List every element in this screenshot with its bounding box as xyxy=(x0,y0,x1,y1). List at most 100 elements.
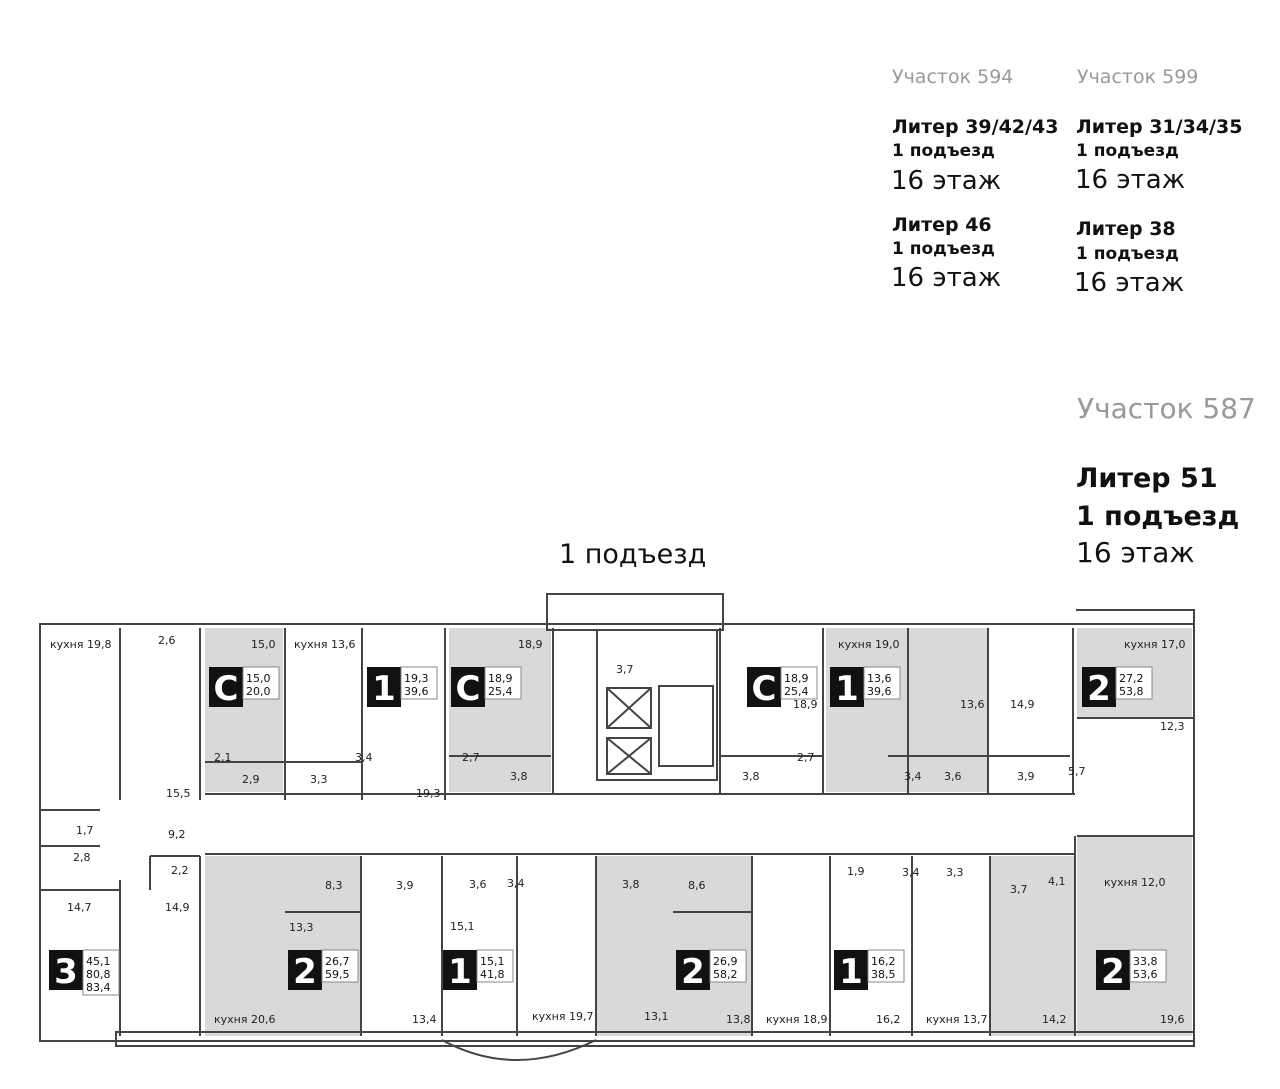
area-box xyxy=(780,666,818,700)
bay-window xyxy=(441,1039,597,1061)
outer-wall xyxy=(39,623,1195,1042)
room-area-label: 3,3 xyxy=(946,866,964,879)
apartment-fills xyxy=(205,628,1192,1036)
room-area-label: 9,2 xyxy=(168,828,186,841)
floor-label: 16 этаж xyxy=(1076,536,1195,569)
lot-587-title: Участок 587 xyxy=(1077,392,1256,425)
room-area-label: 3,4 xyxy=(904,770,922,783)
area-box xyxy=(484,666,522,700)
apartment-type: 2 xyxy=(1101,952,1125,992)
apartment-fill xyxy=(205,856,361,1036)
badge-box xyxy=(443,950,477,990)
balcony-wall xyxy=(1076,609,1195,624)
room-area-label: 3,4 xyxy=(507,877,525,890)
apartment-area: 19,3 xyxy=(404,672,429,685)
room-area-label: кухня 13,7 xyxy=(926,1013,987,1026)
partition xyxy=(40,717,1194,891)
apartment-badge: 1 19,339,6 xyxy=(367,666,438,709)
badge-box xyxy=(288,950,322,990)
room-area-label: 3,6 xyxy=(944,770,962,783)
room-area-label: 8,3 xyxy=(325,879,343,892)
entrance-label: 1 подъезд xyxy=(1076,244,1179,264)
entrance-label: 1 подъезд xyxy=(892,141,995,161)
apartment-badge: 2 26,759,5 xyxy=(288,949,359,992)
apartment-type: 2 xyxy=(681,952,705,992)
apartment-fill xyxy=(990,856,1075,1036)
room-area-label: 3,4 xyxy=(355,751,373,764)
badge-box xyxy=(747,667,781,707)
apartment-fill xyxy=(597,856,752,1036)
room-area-label: кухня 13,6 xyxy=(294,638,355,651)
apartment-type: 1 xyxy=(372,669,396,709)
room-area-label: кухня 19,7 xyxy=(532,1010,593,1023)
room-area-label: 13,1 xyxy=(644,1010,669,1023)
room-area-label: 14,2 xyxy=(1042,1013,1067,1026)
entrance-label: 1 подъезд xyxy=(892,239,995,259)
room-area-label: 2,7 xyxy=(797,751,815,764)
room-area-label: 3,3 xyxy=(310,773,328,786)
badge-box xyxy=(209,667,243,707)
room-area-label: 5,7 xyxy=(1068,765,1086,778)
room-area-label: кухня 19,8 xyxy=(50,638,111,651)
room-area-label: 13,6 xyxy=(960,698,985,711)
badge-box xyxy=(49,950,83,990)
elevator xyxy=(606,687,652,729)
room-area-label: 2,9 xyxy=(242,773,260,786)
apartment-area: 18,9 xyxy=(784,672,809,685)
room-area-label: 19,6 xyxy=(1160,1013,1185,1026)
room-area-label: 15,1 xyxy=(450,920,475,933)
liter-51: Литер 51 xyxy=(1076,463,1218,494)
area-box xyxy=(400,666,438,700)
room-area-label: 3,9 xyxy=(1017,770,1035,783)
apartment-fill xyxy=(449,628,551,792)
lot-599-title: Участок 599 xyxy=(1077,66,1199,88)
badge-box xyxy=(1082,667,1116,707)
area-box xyxy=(1129,949,1167,983)
room-area-label: 2,6 xyxy=(158,634,176,647)
liter-31-34-35: Литер 31/34/35 xyxy=(1076,116,1243,138)
room-area-label: 8,6 xyxy=(688,879,706,892)
room-area-label: 3,8 xyxy=(510,770,528,783)
apartment-type: 3 xyxy=(54,952,78,992)
room-area-label: 13,8 xyxy=(726,1013,751,1026)
apartment-area: 26,7 xyxy=(325,955,350,968)
floor-label: 16 этаж xyxy=(1075,165,1186,195)
room-area-label: 2,2 xyxy=(171,864,189,877)
area-box xyxy=(863,666,901,700)
apartment-type: 2 xyxy=(293,952,317,992)
room-area-label: 3,7 xyxy=(1010,883,1028,896)
room-area-label: 18,9 xyxy=(518,638,543,651)
apartment-area: 59,5 xyxy=(325,968,350,981)
area-box xyxy=(242,666,280,700)
apartment-area: 83,4 xyxy=(86,981,111,994)
room-area-label: кухня 18,9 xyxy=(766,1013,827,1026)
room-area-label: 2,1 xyxy=(214,751,232,764)
apartment-type: С xyxy=(456,669,481,709)
apartment-area: 39,6 xyxy=(404,685,429,698)
badge-box xyxy=(367,667,401,707)
apartment-type: 1 xyxy=(448,952,472,992)
room-area-label: 3,9 xyxy=(396,879,414,892)
balcony-wall xyxy=(115,1031,1195,1047)
apartment-area: 26,9 xyxy=(713,955,738,968)
room-area-label: кухня 12,0 xyxy=(1104,876,1165,889)
area-box xyxy=(82,949,120,996)
stairs xyxy=(658,685,714,767)
room-area-label: 18,9 xyxy=(793,698,818,711)
apartment-area: 20,0 xyxy=(246,685,271,698)
badge-box xyxy=(830,667,864,707)
room-area-label: 14,7 xyxy=(67,901,92,914)
floor-label: 16 этаж xyxy=(891,166,1002,196)
room-area-label: 15,5 xyxy=(166,787,191,800)
apartment-area: 18,9 xyxy=(488,672,513,685)
